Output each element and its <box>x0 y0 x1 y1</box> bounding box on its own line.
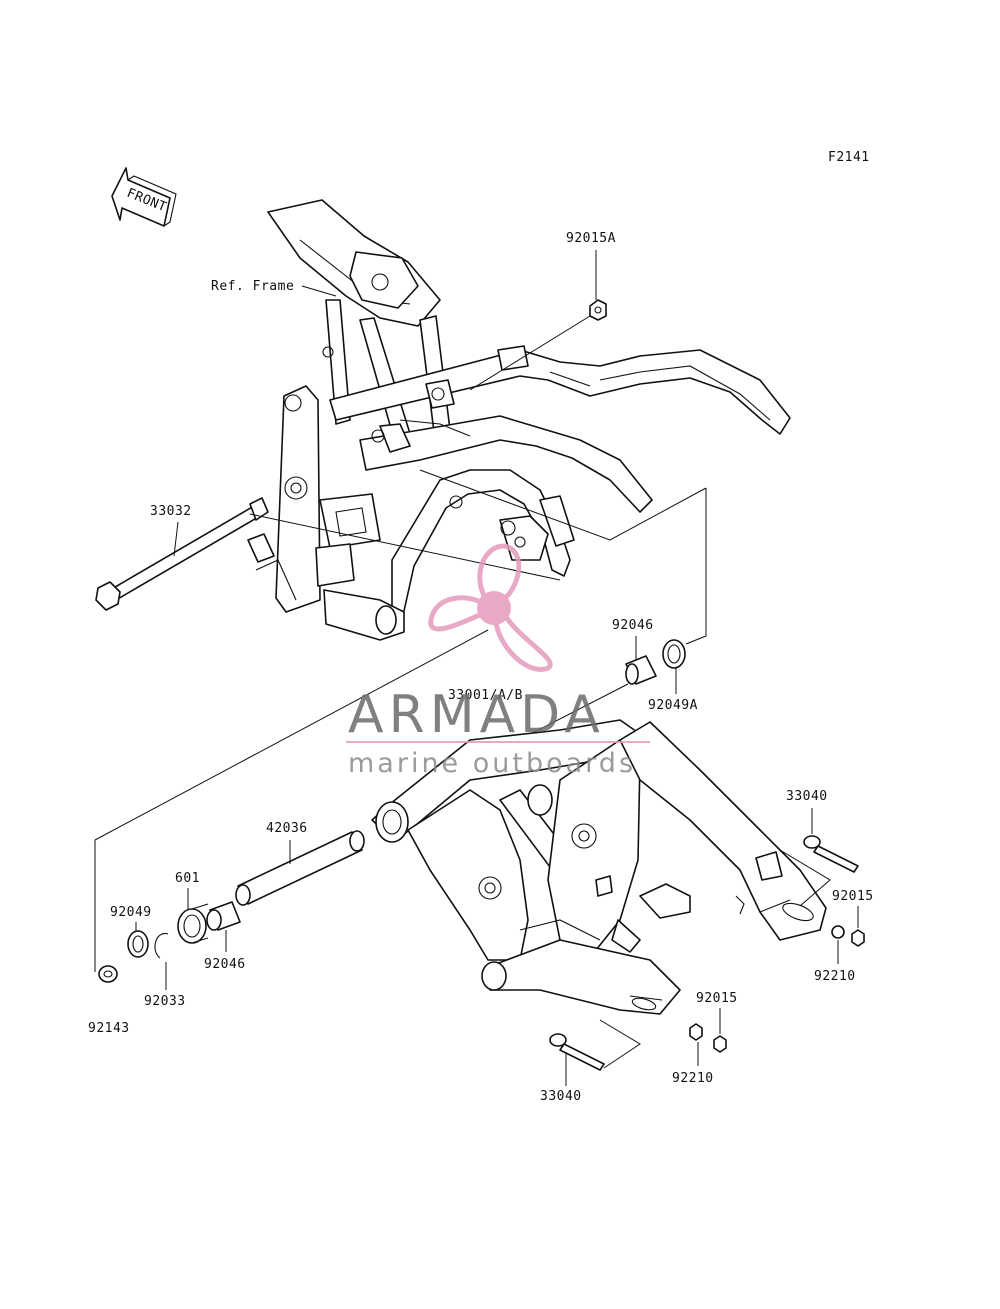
armada-logo: ARMADA marine outboards <box>346 543 650 779</box>
bearing-601-part <box>177 903 209 944</box>
washer-92143-part <box>98 965 118 983</box>
callout-42036: 42036 <box>266 821 308 836</box>
callout-92049: 92049 <box>110 905 152 920</box>
bushing-92046-bottom-part <box>206 901 241 931</box>
callout-92049A: 92049A <box>648 698 698 713</box>
adjuster-bolt-33040-bottom-part <box>549 1033 605 1071</box>
swing-arm-drawing <box>371 719 827 1015</box>
sleeve-42036-part <box>235 830 365 906</box>
propeller-icon <box>428 543 553 672</box>
watermark-tagline: marine outboards <box>348 748 636 779</box>
front-arrow-icon: FRONT <box>111 167 177 227</box>
callout-92033: 92033 <box>144 994 186 1009</box>
callout-92210-bottom: 92210 <box>672 1071 714 1086</box>
callout-33040-bottom: 33040 <box>540 1089 582 1104</box>
bushing-92046-top-part <box>625 655 657 685</box>
adjuster-bolt-33040-right-part <box>803 835 859 873</box>
callout-92210-right: 92210 <box>814 969 856 984</box>
nut-92015A-part <box>589 299 607 321</box>
figure-code: F2141 <box>828 150 870 165</box>
callout-601: 601 <box>175 871 200 886</box>
collar-92049-part <box>127 930 149 958</box>
callout-33032: 33032 <box>150 504 192 519</box>
callout-92046-bottom: 92046 <box>204 957 246 972</box>
callout-33040-right: 33040 <box>786 789 828 804</box>
callout-92143: 92143 <box>88 1021 130 1036</box>
circlip-92033-part <box>154 933 169 959</box>
frame-drawing <box>247 199 791 641</box>
callout-92015-bottom: 92015 <box>696 991 738 1006</box>
collar-92049A-part <box>662 639 686 669</box>
washer-92210-right-part <box>831 925 845 939</box>
callout-92046-top: 92046 <box>612 618 654 633</box>
callout-92015A: 92015A <box>566 231 616 246</box>
nut-92015-bottom-part <box>713 1035 727 1053</box>
ref-frame-label: Ref. Frame <box>211 279 294 294</box>
nut-92015-right-part <box>851 929 865 947</box>
watermark-brand: ARMADA <box>348 685 605 745</box>
callout-33001: 33001/A/B <box>448 688 523 703</box>
washer-92210-bottom-part <box>689 1023 703 1041</box>
callout-92015-right: 92015 <box>832 889 874 904</box>
